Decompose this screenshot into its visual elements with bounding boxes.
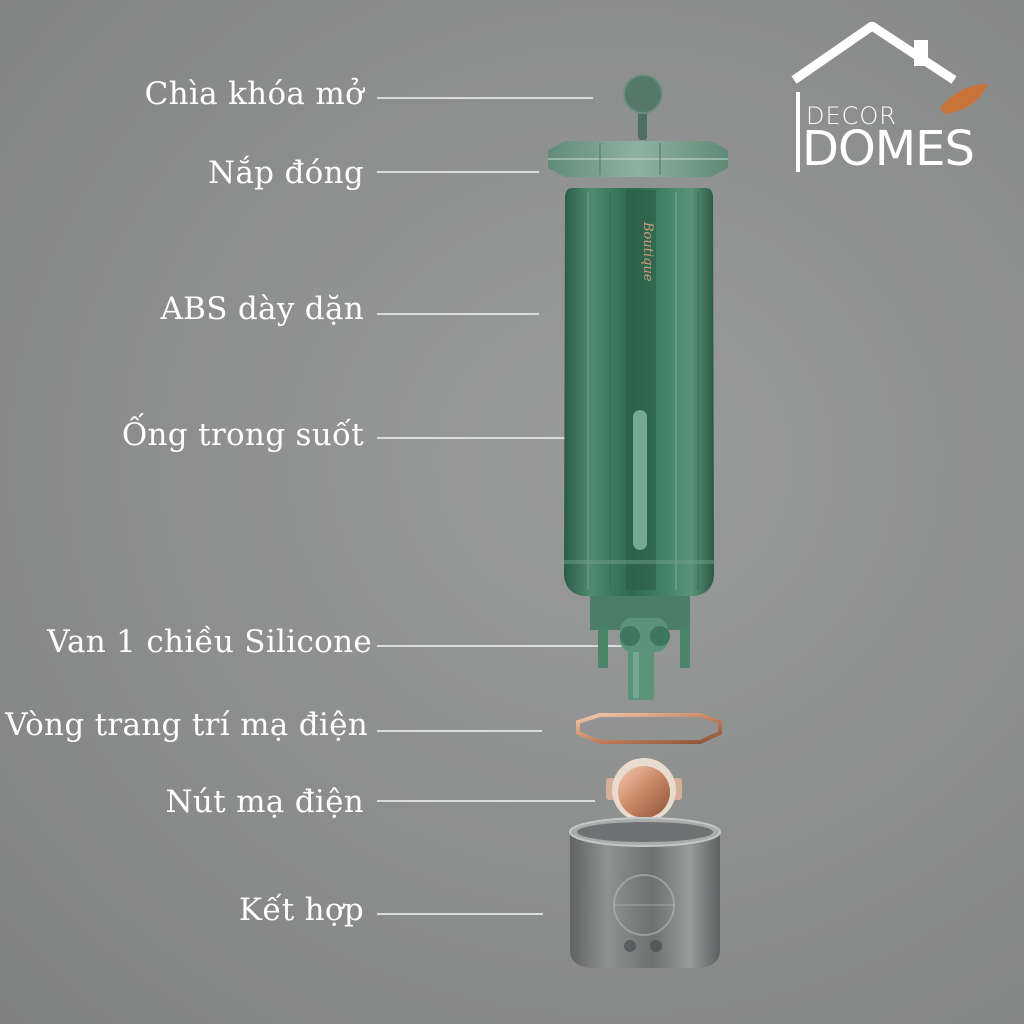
label-body: ABS dày dặn [160, 291, 364, 327]
ring-part [576, 713, 722, 744]
brand-logo: DECOR DOMES [790, 22, 1005, 182]
label-button: Nút mạ điện [165, 784, 364, 820]
leader-valve [377, 645, 625, 647]
base-part [569, 817, 721, 968]
button-part [606, 758, 682, 822]
product-text: Boutique [640, 221, 655, 282]
leader-button [377, 800, 595, 802]
brand-decor-text: DECOR [806, 102, 897, 130]
house-roof-icon [791, 22, 957, 84]
leader-body [377, 313, 539, 315]
label-lid: Nắp đóng [207, 155, 364, 191]
leader-lid [377, 171, 539, 173]
label-tube: Ống trong suốt [121, 417, 364, 453]
leader-ring [377, 730, 542, 732]
leader-base [377, 913, 543, 915]
brand-domes-text: DOMES [802, 121, 975, 177]
leader-key [377, 97, 593, 99]
label-valve: Van 1 chiều Silicone [47, 624, 372, 660]
key-head [623, 74, 663, 114]
tube-window [633, 410, 647, 550]
valve-part [590, 596, 690, 700]
key-part [623, 74, 663, 140]
lid-part [548, 141, 728, 177]
leaf-icon [940, 84, 988, 114]
label-base: Kết hợp [238, 892, 364, 928]
label-key: Chìa khóa mở [144, 76, 364, 112]
label-ring: Vòng trang trí mạ điện [5, 707, 368, 743]
leader-tube [377, 437, 633, 439]
